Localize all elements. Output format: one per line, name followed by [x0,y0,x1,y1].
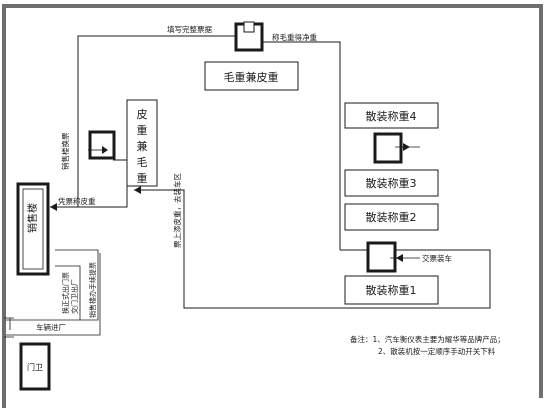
bulk4-box [344,102,439,129]
arrow-to-sales [50,203,57,211]
top-weighbridge [234,21,264,52]
plant-wall [2,4,543,408]
note-line-2: 2、散装机按一定顺序手动开关下料 [378,346,496,356]
tare-gross-vertical-char-2: 重 [137,123,148,137]
exit-gate-label-1: 换正式出门票 [61,272,70,314]
bulk2-box [344,203,439,231]
tare-gross-vertical-char-5: 重 [137,171,148,185]
bulk-weighbridge-lower [366,241,420,273]
sales-building [16,182,50,276]
sales-ticket-exchange-label: 销售楼换票 [60,132,70,170]
bulk3-box [344,169,439,197]
bulk3-label: 散装称重3 [366,176,417,190]
tare-to-loading-label: 票上添皮重，去装车区 [172,173,182,248]
bulk-weighbridge-upper [373,132,420,164]
deliver-loading-label: 交票装车 [422,253,452,263]
entry-exit-lines [6,249,101,336]
fill-ticket-label: 填写完整票据 [167,24,212,34]
guard-label: 门卫 [27,362,43,372]
tare-gross-box [204,61,299,91]
left-weighbridge [88,130,116,160]
entry-gate [4,317,14,338]
tare-gross-vertical-box [126,99,158,187]
arrow-to-tare [134,186,141,194]
sales-office-procedure-label: 销售楼办手续提票 [88,262,97,318]
weigh-tare-by-ticket-label: 凭票称皮重 [58,196,96,206]
tare-gross-vertical-char-1: 皮 [137,108,148,121]
bulk2-label: 散装称重2 [366,210,417,224]
tare-gross-vertical-char-3: 兼 [137,140,148,153]
guard-house [19,342,51,391]
sales-building-label: 销售楼 [26,203,39,233]
vehicle-entry-label: 车辆进厂 [36,322,66,332]
tare-gross-label: 毛重兼皮重 [224,70,279,84]
tare-gross-vertical-char-4: 毛 [137,156,148,169]
net-weight-label: 称毛重得净重 [272,32,317,42]
bulk1-box [344,275,439,305]
note-line-1: 备注：1、汽车衡仪表主要为耀华等品牌产品； [350,334,505,344]
bulk4-label: 散装称重4 [366,109,417,123]
exit-gate-label-2: 交门卫出厂 [70,279,79,314]
bulk1-label: 散装称重1 [366,283,417,297]
